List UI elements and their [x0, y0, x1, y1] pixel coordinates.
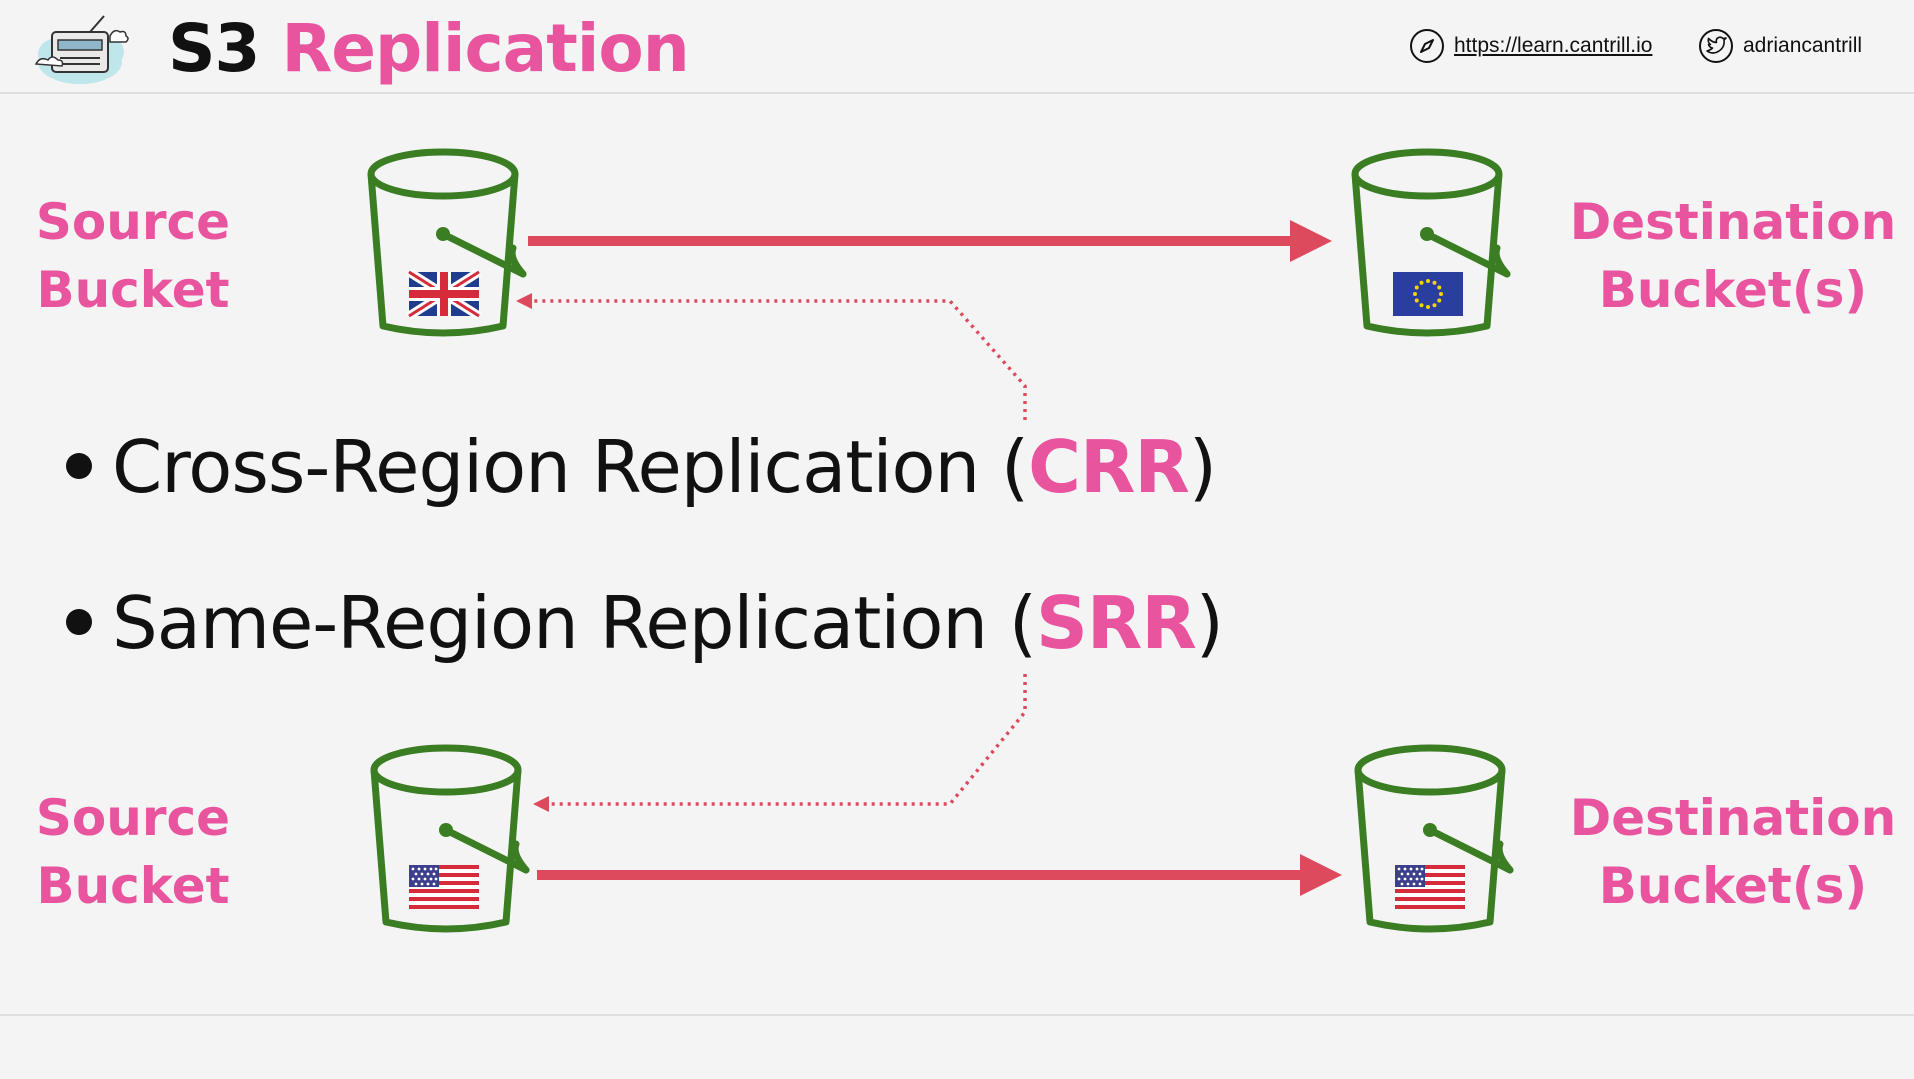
label-line: Source — [35, 193, 231, 251]
title-prefix: S3 — [168, 10, 260, 87]
label-line: Bucket — [36, 261, 230, 319]
twitter-link[interactable]: adriancantrill — [1697, 26, 1862, 66]
cloud-radio-logo-icon — [34, 15, 129, 84]
bullet-dot — [66, 453, 92, 480]
replication-arrowhead-top — [1290, 220, 1332, 262]
source-bucket-label-top: Source Bucket — [28, 188, 238, 324]
destination-bucket-label-bottom: Destination Bucket(s) — [1568, 784, 1898, 920]
crr-dotted-arrowhead — [516, 293, 532, 309]
label-line: Source — [35, 789, 231, 847]
srr-dotted-connector — [548, 674, 1027, 806]
label-line: Bucket(s) — [1598, 261, 1868, 319]
bullet-acronym: SRR — [1036, 581, 1197, 665]
bullet-text: Same-Region Replication ( — [112, 581, 1037, 665]
label-line: Bucket — [36, 857, 230, 915]
header: S3 Replication https://learn.cantrill.io… — [0, 0, 1914, 94]
bullet-text: Cross-Region Replication ( — [112, 425, 1029, 509]
website-url[interactable]: https://learn.cantrill.io — [1454, 34, 1653, 57]
page-title: S3 Replication — [168, 8, 690, 90]
bullet-crr: Cross-Region Replication (CRR) — [66, 422, 1217, 512]
footer-divider — [0, 1014, 1914, 1016]
eu-star — [1413, 292, 1417, 296]
eu-star — [1437, 298, 1442, 303]
eu-star — [1419, 280, 1424, 285]
us-flag-icon — [409, 865, 479, 909]
source-bucket-label-bottom: Source Bucket — [28, 784, 238, 920]
bullet-srr: Same-Region Replication (SRR) — [66, 578, 1224, 668]
bullet-close: ) — [1188, 425, 1217, 509]
eu-star — [1419, 303, 1424, 308]
eu-star — [1414, 298, 1419, 303]
eu-star — [1432, 303, 1437, 308]
eu-flag-icon — [1393, 272, 1463, 316]
uk-flag-icon — [409, 272, 479, 316]
us-flag-icon — [1395, 865, 1465, 909]
website-link[interactable]: https://learn.cantrill.io — [1408, 26, 1652, 66]
eu-star — [1439, 292, 1443, 296]
replication-arrowhead-bottom — [1300, 854, 1342, 896]
eu-star — [1426, 279, 1430, 283]
eu-star — [1414, 285, 1419, 290]
destination-bucket-label-top: Destination Bucket(s) — [1568, 188, 1898, 324]
compass-icon — [1410, 29, 1444, 63]
crr-dotted-connector — [530, 299, 1027, 420]
eu-star — [1426, 305, 1430, 309]
twitter-icon — [1699, 29, 1733, 63]
srr-dotted-arrowhead — [533, 796, 549, 812]
bullet-close: ) — [1195, 581, 1224, 665]
title-highlight: Replication — [281, 10, 689, 87]
label-line: Destination — [1569, 789, 1897, 847]
eu-star — [1432, 280, 1437, 285]
bullet-dot — [66, 609, 92, 636]
label-line: Bucket(s) — [1598, 857, 1868, 915]
bullet-acronym: CRR — [1028, 425, 1190, 509]
twitter-handle[interactable]: adriancantrill — [1743, 34, 1863, 57]
eu-star — [1437, 285, 1442, 290]
label-line: Destination — [1569, 193, 1897, 251]
